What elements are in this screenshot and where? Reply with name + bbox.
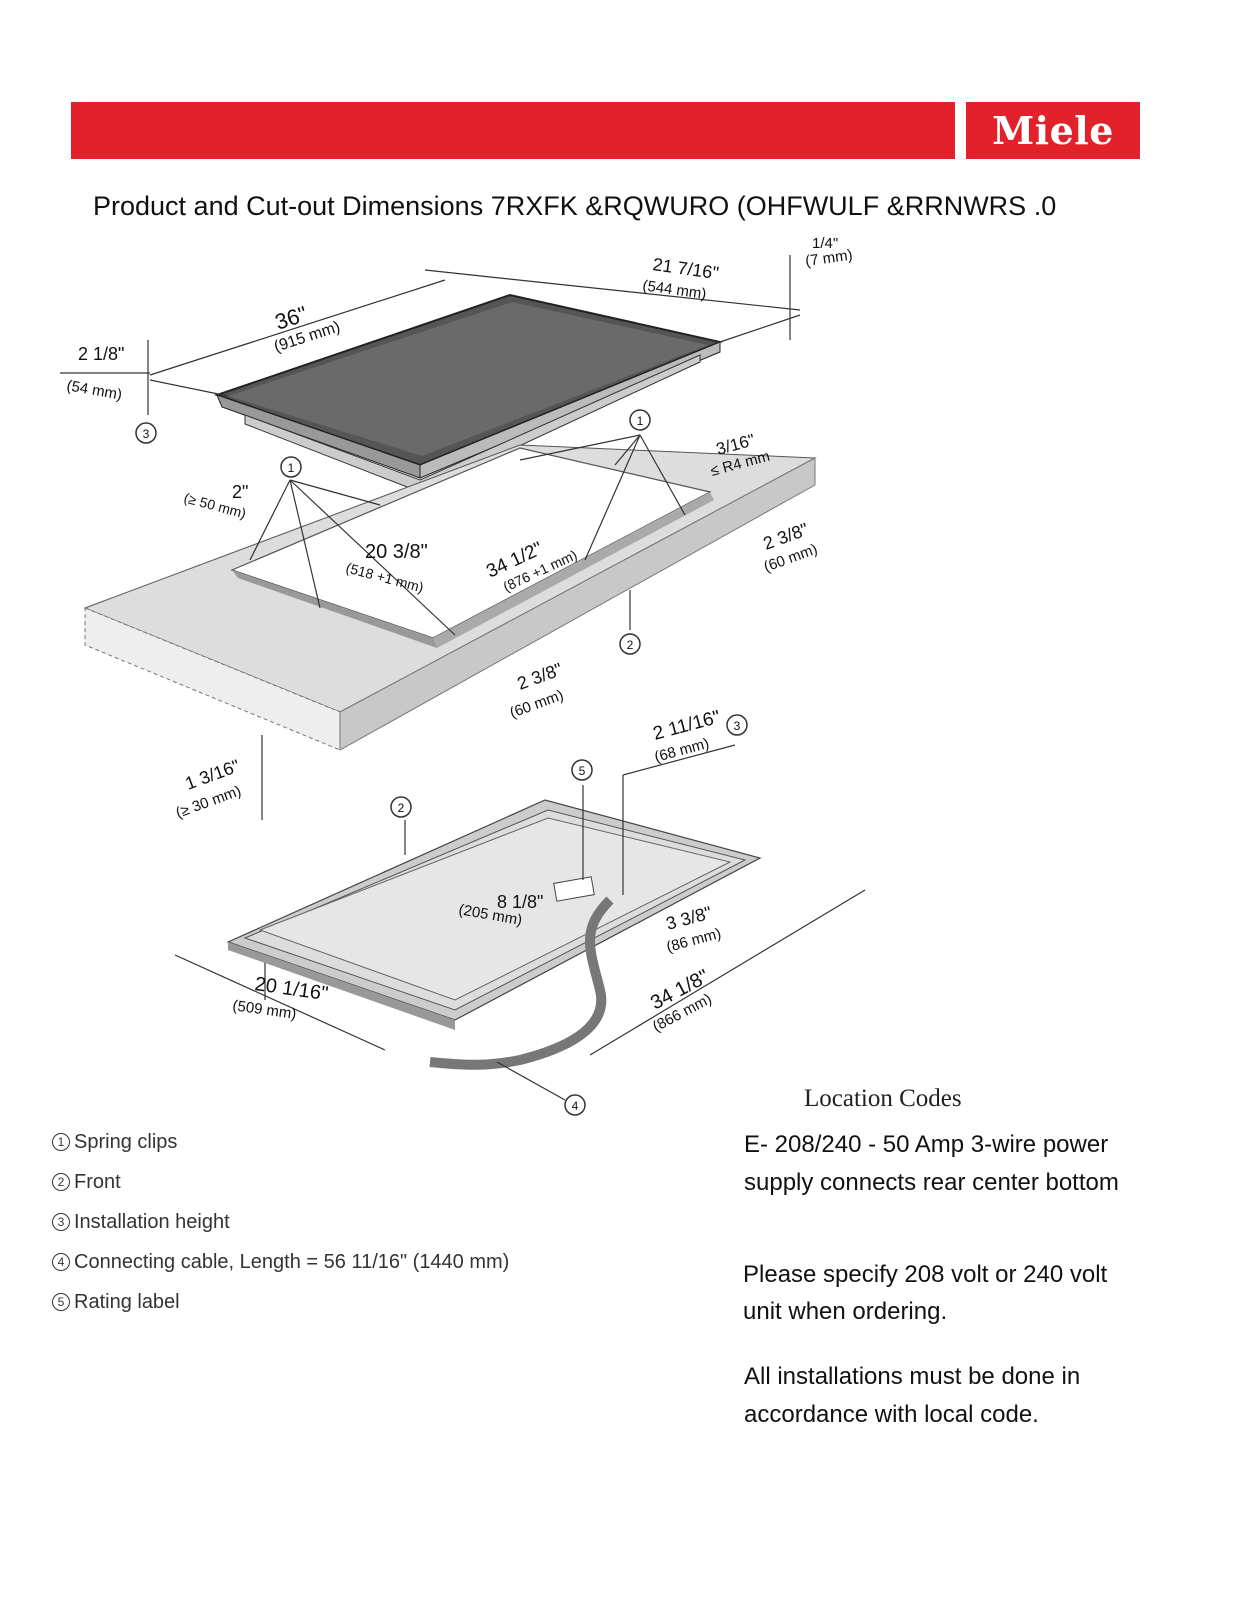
callout-3-top: 3 [135, 422, 157, 444]
dim-height-in: 2 1/8" [78, 344, 124, 364]
dim-depth-mm: (544 mm) [641, 277, 707, 303]
svg-text:4: 4 [572, 1099, 579, 1113]
callout-2-mid: 2 [619, 633, 641, 655]
dim-side-front-mm: (60 mm) [508, 687, 566, 722]
callout-5: 5 [571, 759, 593, 781]
dim-counter-mm: (≥ 30 mm) [174, 782, 244, 821]
svg-text:2: 2 [398, 801, 405, 815]
legend-text: Installation height [74, 1210, 230, 1233]
circled-number: 2 [52, 1173, 70, 1191]
svg-text:3: 3 [143, 427, 150, 441]
legend-text: Spring clips [74, 1130, 178, 1153]
miele-logo: Miele [966, 102, 1140, 159]
install-line-2: accordance with local code. [744, 1401, 1039, 1428]
dim-cut-depth-in: 20 3/8" [365, 541, 428, 563]
location-codes-heading: Location Codes [804, 1085, 962, 1112]
circled-number: 3 [52, 1213, 70, 1231]
circled-number: 5 [52, 1293, 70, 1311]
svg-text:3: 3 [734, 719, 741, 733]
legend-text: Rating label [74, 1290, 180, 1313]
install-line-1: All installations must be done in [744, 1363, 1081, 1390]
legend-text: Front [74, 1170, 121, 1193]
circled-number: 1 [52, 1133, 70, 1151]
header-red-bar [71, 102, 955, 159]
countertop [83, 444, 817, 751]
dimension-diagram: 36" (915 mm) 21 7/16" (544 mm) 1/4" (7 m… [60, 235, 866, 1116]
dim-height-mm: (54 mm) [65, 377, 123, 403]
page-title: Product and Cut-out Dimensions 7RXFK &RQ… [93, 191, 1057, 221]
svg-text:1: 1 [288, 461, 295, 475]
callout-2-bottom: 2 [390, 796, 412, 818]
legend-text: Connecting cable, Length = 56 11/16" (14… [74, 1250, 510, 1273]
svg-text:1: 1 [637, 414, 644, 428]
dim-frame-mm: (7 mm) [804, 247, 853, 270]
dim-frame-in: 1/4" [812, 235, 838, 252]
location-line-2: supply connects rear center bottom [744, 1169, 1119, 1196]
callout-1-left: 1 [280, 456, 302, 478]
cooktop-top-unit [213, 293, 724, 493]
svg-text:2: 2 [627, 638, 634, 652]
location-line-1: E- 208/240 - 50 Amp 3-wire power [744, 1131, 1109, 1158]
circled-number: 4 [52, 1253, 70, 1271]
callout-1-right: 1 [629, 409, 651, 431]
dim-front-gap-in: 2" [232, 482, 248, 502]
specify-line-2: unit when ordering. [743, 1298, 948, 1325]
dim-rear-in: 2 11/16" [651, 707, 723, 745]
cooktop-bottom-view [226, 799, 762, 1070]
dim-label-in: 8 1/8" [497, 892, 543, 912]
dim-bottom-depth-mm: (509 mm) [231, 997, 297, 1023]
svg-text:5: 5 [579, 764, 586, 778]
callout-3-bottom: 3 [726, 714, 748, 736]
callout-4: 4 [564, 1094, 586, 1116]
specify-line-1: Please specify 208 volt or 240 volt [743, 1261, 1108, 1288]
